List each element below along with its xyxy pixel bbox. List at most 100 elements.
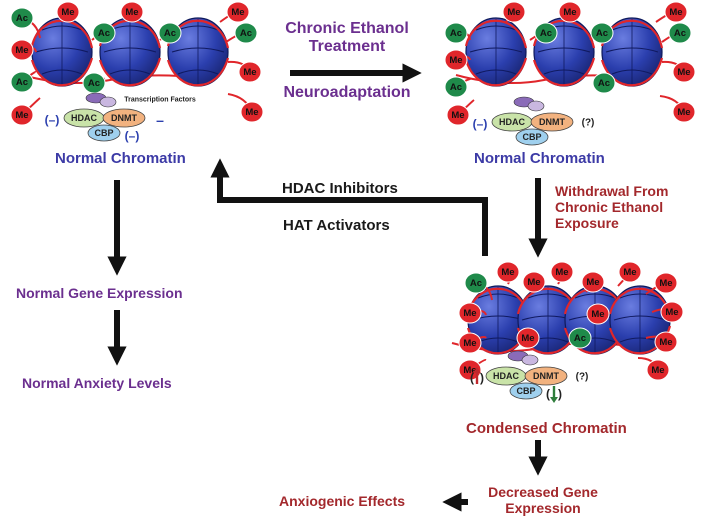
cbp-text: CBP [94, 128, 113, 138]
me-text: Me [521, 333, 534, 344]
acetyl-mark: Ac [668, 22, 692, 44]
condensed-chromatin-label: Condensed Chromatin [466, 420, 627, 437]
me-text: Me [501, 267, 514, 278]
ac-text: Ac [574, 333, 586, 344]
nucleosome [166, 17, 230, 87]
ac-text: Ac [540, 28, 552, 39]
dnmt-text: DNMT [111, 113, 137, 123]
methyl-mark: Me [586, 303, 610, 325]
me-text: Me [15, 45, 28, 56]
me-text: Me [245, 107, 258, 118]
acetyl-mark: Ac [444, 76, 468, 98]
cbp-text: CBP [516, 386, 535, 396]
methyl-mark: Me [646, 359, 670, 381]
methyl-mark: Me [672, 101, 696, 123]
me-text: Me [451, 110, 464, 121]
treatment-line-2: Treatment [308, 38, 386, 56]
me-text: Me [623, 267, 636, 278]
normal-gene-expression-label: Normal Gene Expression [16, 285, 183, 301]
ac-text: Ac [16, 77, 28, 88]
me-text: Me [677, 107, 690, 118]
normal-chromatin-left-label: Normal Chromatin [55, 150, 186, 167]
me-text: Me [507, 7, 520, 18]
methyl-mark: Me [10, 104, 34, 126]
anxiogenic-effects-label: Anxiogenic Effects [279, 493, 406, 509]
acetyl-mark: Ac [10, 7, 34, 29]
methyl-mark: Me [558, 1, 582, 23]
methyl-mark: Me [672, 61, 696, 83]
acetyl-mark: Ac [464, 272, 488, 294]
methyl-mark: Me [516, 327, 540, 349]
ac-text: Ac [470, 278, 482, 289]
me-text: Me [677, 67, 690, 78]
ac-text: Ac [674, 28, 686, 39]
paren-right-text: ) [558, 387, 562, 401]
methyl-mark: Me [550, 261, 574, 283]
methyl-mark: Me [502, 1, 526, 23]
transcription-factor-blob [527, 100, 545, 112]
methyl-mark: Me [496, 261, 520, 283]
acetyl-mark: Ac [92, 22, 116, 44]
acetyl-mark: Ac [592, 72, 616, 94]
nucleosome [464, 17, 528, 87]
dnmt-text: DNMT [533, 371, 559, 381]
question-text: (?) [576, 372, 589, 383]
me-text: Me [463, 365, 476, 376]
acetyl-mark: Ac [10, 71, 34, 93]
up-arrowhead-icon [473, 367, 481, 373]
methyl-mark: Me [660, 301, 684, 323]
methyl-mark: Me [446, 104, 470, 126]
hat-activators-label: HAT Activators [283, 217, 390, 234]
decreased-gene-expression-label: Decreased Gene Expression [478, 484, 608, 516]
me-text: Me [125, 7, 138, 18]
methyl-mark: Me [522, 271, 546, 293]
ac-text: Ac [98, 28, 110, 39]
paren-right-text: ) [480, 371, 484, 385]
me-text: Me [243, 67, 256, 78]
methyl-mark: Me [56, 1, 80, 23]
nucleosome [600, 17, 664, 87]
withdrawal-line-2: Chronic Ethanol [555, 199, 664, 216]
acetyl-mark: Ac [82, 72, 106, 94]
cbp-text: CBP [522, 132, 541, 142]
me-text: Me [659, 278, 672, 289]
hdac-text: HDAC [71, 113, 97, 123]
methyl-mark: Me [120, 1, 144, 23]
hdac-inhibitors-label: HDAC Inhibitors [282, 180, 398, 197]
acetyl-mark: Ac [158, 22, 182, 44]
methyl-mark: Me [654, 272, 678, 294]
me-text: Me [591, 309, 604, 320]
ac-text: Ac [598, 78, 610, 89]
ac-text: Ac [240, 28, 252, 39]
me-text: Me [463, 308, 476, 319]
me-text: Me [669, 7, 682, 18]
me-text: Me [463, 338, 476, 349]
methyl-mark: Me [226, 1, 250, 23]
treatment-line-1: Chronic Ethanol [285, 20, 409, 37]
methyl-mark: Me [618, 261, 642, 283]
methyl-mark: Me [664, 1, 688, 23]
ac-text: Ac [164, 28, 176, 39]
me-text: Me [665, 307, 678, 318]
minus-right-text: (–) [125, 129, 140, 143]
me-text: Me [449, 55, 462, 66]
ac-text: Ac [16, 13, 28, 24]
ac-text: Ac [450, 82, 462, 93]
minus-left-text: (–) [473, 117, 488, 131]
normal-chromatin-right-label: Normal Chromatin [474, 150, 605, 167]
minus-left-text: (–) [45, 113, 60, 127]
neuroadaptation-label: Neuroadaptation [283, 84, 411, 101]
withdrawal-line-3: Exposure [555, 215, 619, 232]
transcription-factor-blob [521, 354, 539, 366]
me-text: Me [651, 365, 664, 376]
methyl-mark: Me [581, 271, 605, 293]
transcription-factors-text: Transcription Factors [124, 97, 196, 104]
nucleosome [30, 17, 94, 87]
me-text: Me [527, 277, 540, 288]
me-text: Me [659, 337, 672, 348]
